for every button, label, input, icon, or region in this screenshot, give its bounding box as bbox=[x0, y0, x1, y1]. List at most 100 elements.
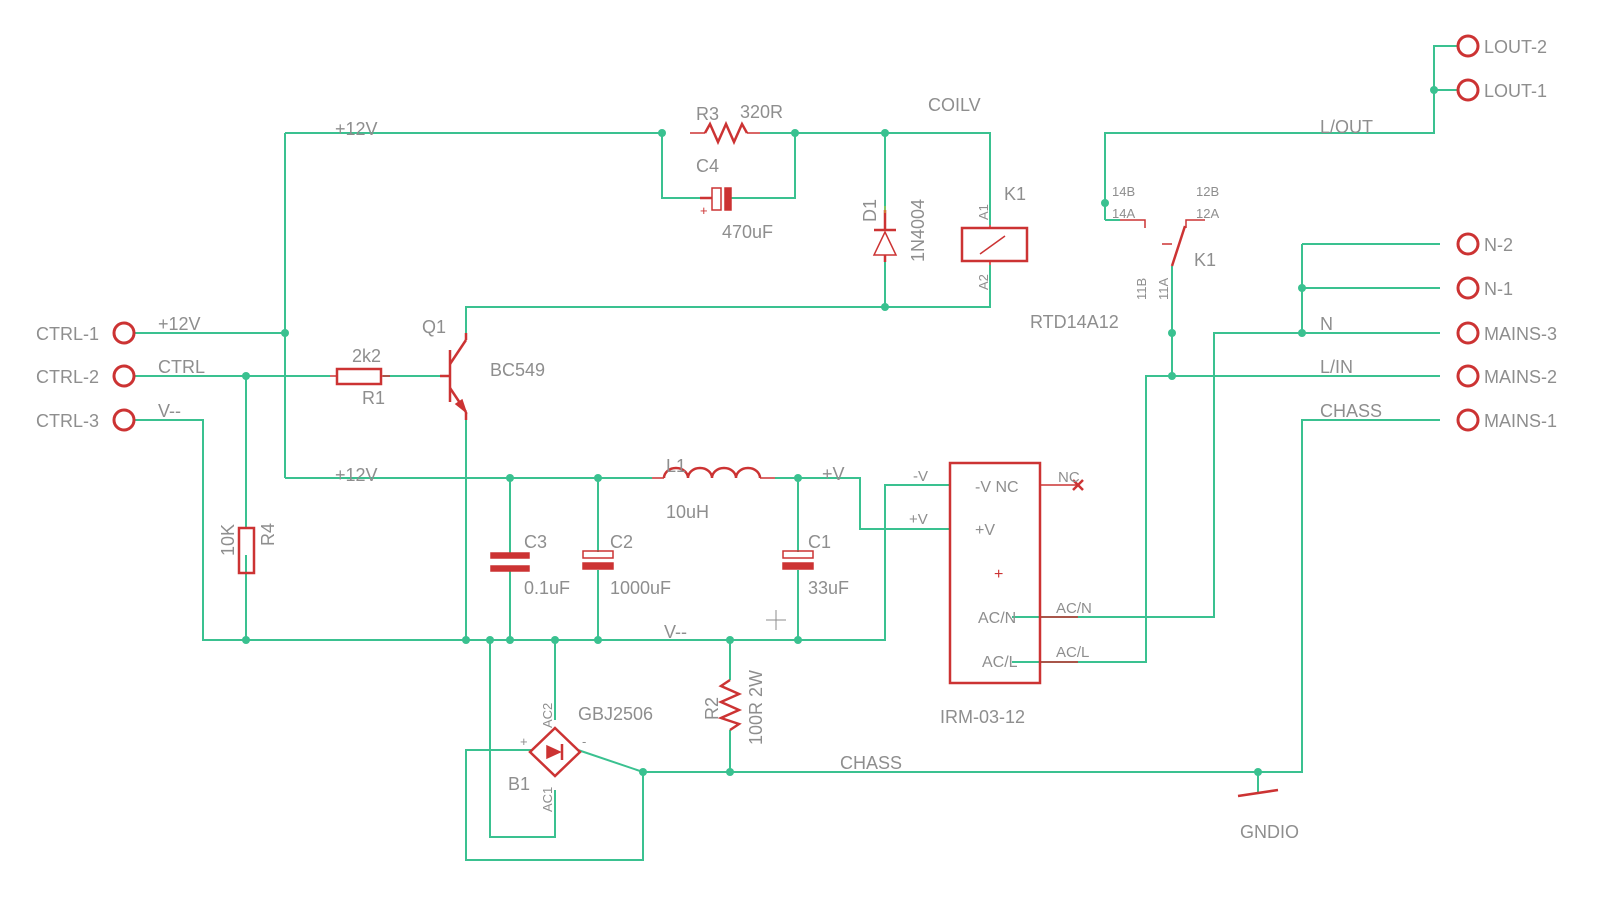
k1-pin-12b: 12B bbox=[1196, 184, 1219, 199]
r1-value: 2k2 bbox=[352, 346, 381, 366]
b1-bridge bbox=[528, 726, 582, 778]
psu-pin-plus: + bbox=[994, 566, 1003, 583]
d1-diode bbox=[872, 206, 898, 262]
gndio-symbol bbox=[1237, 788, 1279, 798]
d1-value: 1N4004 bbox=[908, 199, 928, 262]
l1-value: 10uH bbox=[666, 502, 709, 522]
net-chass-bottom: CHASS bbox=[840, 753, 902, 773]
c4-capacitor: + bbox=[700, 187, 732, 218]
c4-value: 470uF bbox=[722, 222, 773, 242]
k1-name: K1 bbox=[1004, 184, 1026, 204]
b1-pin-ac2: AC2 bbox=[540, 703, 555, 728]
k1-pin-a1: A1 bbox=[976, 204, 991, 220]
net-vminus-ctrl: V-- bbox=[158, 401, 181, 421]
gndio-label: GNDIO bbox=[1240, 822, 1299, 842]
k1-pin-11a: 11A bbox=[1156, 278, 1171, 300]
wires bbox=[124, 45, 1458, 861]
net-12v-lower: +12V bbox=[335, 465, 378, 485]
psu-pin-acl: AC/L bbox=[982, 654, 1018, 671]
net-nc: NC bbox=[1058, 469, 1080, 486]
lout-2-label: LOUT-2 bbox=[1484, 37, 1547, 57]
k1-switch-name: K1 bbox=[1194, 250, 1216, 270]
net-lout: L/OUT bbox=[1320, 117, 1373, 137]
psu-value: IRM-03-12 bbox=[940, 707, 1025, 727]
l1-inductor bbox=[652, 466, 775, 479]
c3-name: C3 bbox=[524, 532, 547, 552]
r2-value: 100R 2W bbox=[746, 670, 766, 745]
k1-switch bbox=[1120, 219, 1205, 267]
svg-text:+: + bbox=[700, 203, 708, 218]
mains-1-label: MAINS-1 bbox=[1484, 411, 1557, 431]
r2-resistor bbox=[717, 678, 743, 732]
b1-value: GBJ2506 bbox=[578, 704, 653, 724]
q1-transistor bbox=[440, 333, 468, 420]
b1-pin-plus: + bbox=[520, 734, 528, 749]
net-plusv-psu: +V bbox=[909, 511, 928, 528]
psu-pin-pv: +V bbox=[975, 522, 995, 539]
c2-name: C2 bbox=[610, 532, 633, 552]
r1-name: R1 bbox=[362, 388, 385, 408]
wire-r3-right bbox=[760, 132, 991, 225]
r3-name: R3 bbox=[696, 104, 719, 124]
net-n: N bbox=[1320, 314, 1333, 334]
psu-pin-vnc: -V NC bbox=[975, 479, 1019, 496]
net-minusv-psu: -V bbox=[913, 468, 928, 485]
lout-1-label: LOUT-1 bbox=[1484, 81, 1547, 101]
b1-pin-ac1: AC1 bbox=[540, 787, 555, 812]
net-vminus-bottom: V-- bbox=[664, 622, 687, 642]
junctions bbox=[242, 86, 1438, 776]
net-ac-l: AC/L bbox=[1056, 644, 1089, 661]
wire-c4-loop bbox=[661, 133, 700, 199]
k1-pin-11b: 11B bbox=[1134, 278, 1149, 300]
net-ac-n: AC/N bbox=[1056, 600, 1092, 617]
b1-pin-minus: - bbox=[582, 734, 586, 749]
mains-2-label: MAINS-2 bbox=[1484, 367, 1557, 387]
c4-name: C4 bbox=[696, 156, 719, 176]
c3-capacitor bbox=[490, 552, 530, 572]
wire-c4-right bbox=[730, 133, 796, 199]
r2-name: R2 bbox=[702, 697, 722, 720]
net-coilv: COILV bbox=[928, 95, 981, 115]
net-lin: L/IN bbox=[1320, 357, 1353, 377]
n-2-label: N-2 bbox=[1484, 235, 1513, 255]
psu-pin-acn: AC/N bbox=[978, 610, 1016, 627]
l1-name: L1 bbox=[666, 456, 686, 476]
ctrl-1-label: CTRL-1 bbox=[36, 324, 99, 344]
c2-capacitor bbox=[582, 550, 614, 570]
c1-name: C1 bbox=[808, 532, 831, 552]
c1-value: 33uF bbox=[808, 578, 849, 598]
c1-capacitor bbox=[782, 550, 814, 570]
r3-resistor bbox=[690, 120, 760, 146]
k1-pin-14a: 14A bbox=[1112, 206, 1135, 221]
r4-resistor bbox=[237, 526, 256, 575]
c3-value: 0.1uF bbox=[524, 578, 570, 598]
k1-pin-12a: 12A bbox=[1196, 206, 1219, 221]
connector-pads bbox=[112, 34, 1480, 432]
r1-resistor bbox=[330, 367, 390, 386]
b1-name: B1 bbox=[508, 774, 530, 794]
net-ctrl: CTRL bbox=[158, 357, 205, 377]
ctrl-2-label: CTRL-2 bbox=[36, 367, 99, 387]
r4-name: R4 bbox=[258, 523, 278, 546]
mains-3-label: MAINS-3 bbox=[1484, 324, 1557, 344]
c2-value: 1000uF bbox=[610, 578, 671, 598]
net-plusv: +V bbox=[822, 464, 845, 484]
d1-name: D1 bbox=[860, 199, 880, 222]
ctrl-3-label: CTRL-3 bbox=[36, 411, 99, 431]
n-1-label: N-1 bbox=[1484, 279, 1513, 299]
psu-module bbox=[948, 461, 1084, 685]
k1-coil bbox=[960, 225, 1029, 265]
k1-pin-a2: A2 bbox=[976, 274, 991, 290]
net-12v-ctrl: +12V bbox=[158, 314, 201, 334]
r3-value: 320R bbox=[740, 102, 783, 122]
origin-markers bbox=[766, 610, 786, 630]
wire-k1-a2 bbox=[465, 265, 991, 333]
q1-value: BC549 bbox=[490, 360, 545, 380]
net-12v-top: +12V bbox=[335, 119, 378, 139]
k1-value: RTD14A12 bbox=[1030, 312, 1119, 332]
k1-pin-14b: 14B bbox=[1112, 184, 1135, 199]
q1-name: Q1 bbox=[422, 317, 446, 337]
net-chass-right: CHASS bbox=[1320, 401, 1382, 421]
r4-value: 10K bbox=[218, 524, 238, 556]
